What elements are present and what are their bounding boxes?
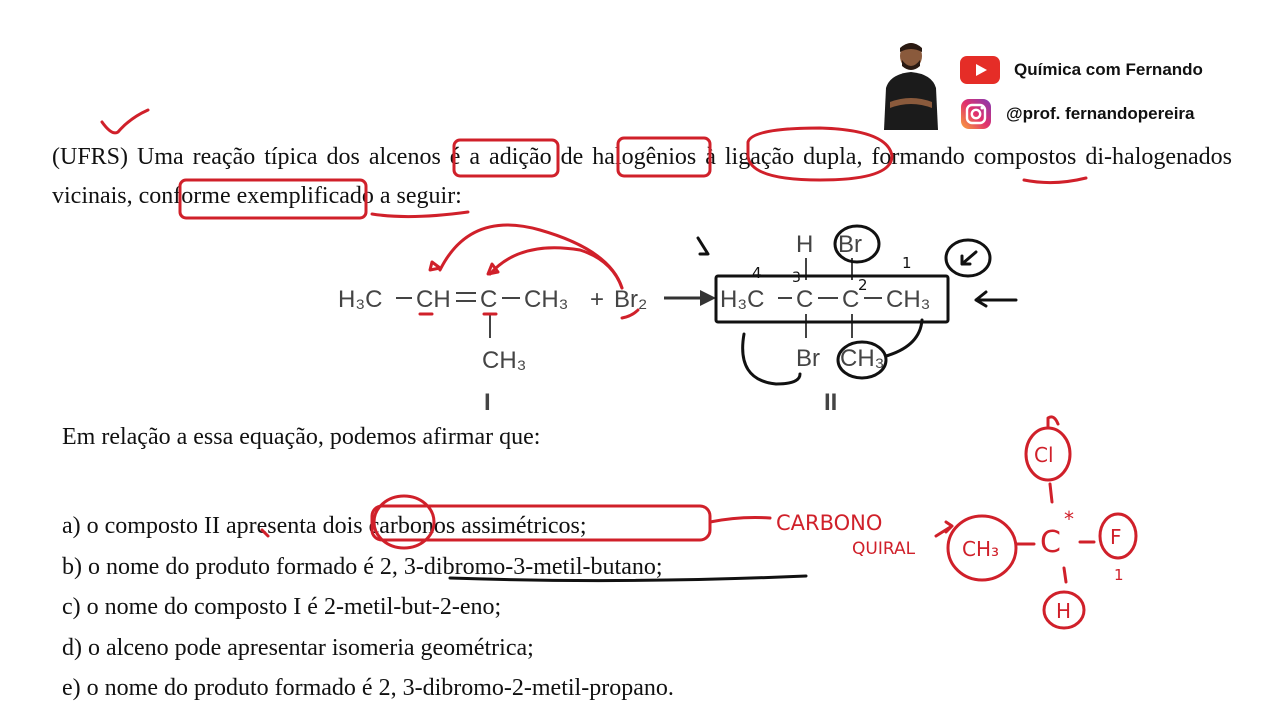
circle-cl: [1024, 426, 1072, 482]
option-b[interactable]: b) o nome do produto formado é 2, 3-dibr…: [62, 553, 663, 580]
option-a[interactable]: a) o composto II apresenta dois carbonos…: [62, 513, 587, 539]
circle-f: [1098, 512, 1138, 560]
channel-branding: Química com Fernando @prof. fernandopere…: [880, 38, 1270, 138]
option-c[interactable]: c) o nome do composto I é 2-metil-but-2-…: [62, 594, 502, 620]
instagram-icon: [961, 99, 991, 129]
label-center-c: C: [1040, 525, 1061, 560]
bond-down: [1062, 566, 1068, 584]
label-cl: Cl: [1034, 443, 1054, 467]
product-top-h: H: [796, 231, 813, 258]
arrow-to-carbono: [708, 516, 772, 524]
reaction-scheme: H₃C CH C CH₃ CH₃ I + Br₂ H₃C C C CH₃ H B…: [338, 231, 930, 416]
bond-up: [1048, 482, 1054, 504]
question-prompt: Em relação a essa equação, podemos afirm…: [62, 424, 541, 450]
label-h: H: [1056, 599, 1071, 623]
reactant-ch3-branch: CH₃: [482, 347, 526, 374]
question-text: (UFRS) Uma reação típica dos alcenos é a…: [52, 144, 1232, 209]
reactant-h3c: H₃C: [338, 286, 382, 313]
product-c1: C: [796, 286, 813, 313]
product-c2: C: [842, 286, 859, 313]
youtube-channel-name: Química com Fernando: [1014, 60, 1203, 79]
option-e[interactable]: e) o nome do produto formado é 2, 3-dibr…: [62, 675, 674, 701]
plus-sign: +: [590, 286, 604, 313]
checkmark-annotation: [100, 108, 150, 135]
product-bottom-br: Br: [796, 345, 820, 372]
product-h3c: H₃C: [720, 286, 764, 313]
label-f: F: [1110, 525, 1122, 549]
reactant-label: I: [484, 389, 491, 416]
product-label: II: [824, 389, 837, 416]
label-quiral: QUIRAL: [852, 539, 916, 559]
circle-h: [1042, 590, 1086, 630]
label-star: *: [1064, 507, 1074, 531]
option-d[interactable]: d) o alceno pode apresentar isomeria geo…: [62, 634, 534, 661]
youtube-icon: [960, 56, 1000, 84]
instagram-handle-text: @prof. fernandopereira: [1006, 104, 1195, 123]
product-top-br: Br: [838, 231, 862, 258]
product-ch3: CH₃: [886, 286, 930, 313]
circle-ch3: [946, 514, 1018, 582]
label-ch3: CH₃: [962, 537, 999, 561]
teacher-avatar: [884, 43, 938, 130]
arrow-to-ch3: [934, 520, 954, 538]
instagram-handle[interactable]: @prof. fernandopereira: [960, 98, 1195, 130]
youtube-channel[interactable]: Química com Fernando: [960, 56, 1203, 84]
answer-options: a) o composto II apresenta dois carbonos…: [62, 506, 674, 709]
reaction-arrow-head: [700, 290, 716, 306]
reactant-ch: CH: [416, 286, 451, 313]
product-bottom-ch3: CH₃: [840, 345, 884, 372]
label-carbono: CARBONO: [776, 511, 882, 535]
reactant-c: C: [480, 286, 497, 313]
reagent-br2: Br₂: [614, 286, 647, 313]
reactant-ch3-right: CH₃: [524, 286, 568, 313]
mark-1: 1: [1114, 566, 1124, 584]
